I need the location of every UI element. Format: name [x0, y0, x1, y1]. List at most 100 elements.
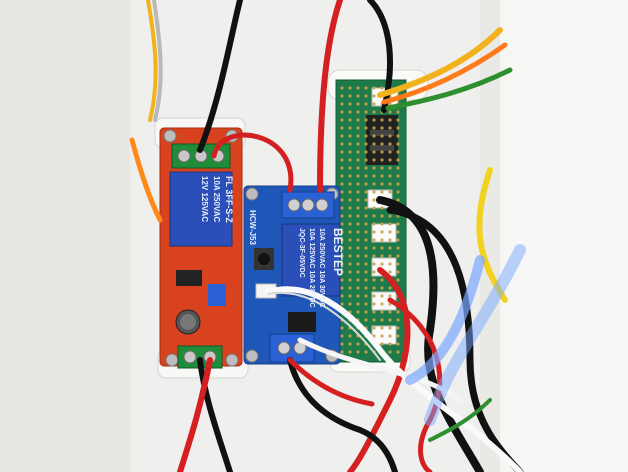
perfboard-pad — [396, 150, 400, 154]
perfboard — [335, 79, 407, 363]
perfboard-pad — [396, 350, 400, 354]
perfboard-pad — [364, 350, 368, 354]
perfboard-pad — [356, 262, 360, 266]
perfboard-pad — [356, 278, 360, 282]
perfboard-pad — [388, 342, 392, 346]
perfboard-pad — [372, 262, 376, 266]
right-relay-markings: BESTEP 10A 250VAC 10A 30VDC 10A 125VAC 1… — [298, 228, 345, 308]
perfboard-pad — [364, 182, 368, 186]
perfboard-pad — [372, 214, 376, 218]
perfboard-pad — [372, 302, 376, 306]
perfboard-pad — [364, 86, 368, 90]
perfboard-pad — [348, 118, 352, 122]
perfboard-pad — [388, 158, 392, 162]
perfboard-pad — [380, 142, 384, 146]
perfboard-pad — [388, 214, 392, 218]
perfboard-pad — [396, 342, 400, 346]
perfboard-pad — [356, 342, 360, 346]
perfboard-pad — [340, 126, 344, 130]
perfboard-pad — [340, 302, 344, 306]
perfboard-pad — [372, 174, 376, 178]
perfboard-pad — [356, 286, 360, 290]
perfboard-pad — [388, 142, 392, 146]
perfboard-pad — [340, 294, 344, 298]
perfboard-pad — [348, 150, 352, 154]
perfboard-pad — [340, 238, 344, 242]
perfboard-pad — [356, 270, 360, 274]
perfboard-pad — [348, 254, 352, 258]
perfboard-pad — [388, 294, 392, 298]
perfboard-pad — [372, 254, 376, 258]
perfboard-pad — [348, 238, 352, 242]
perfboard-pad — [356, 182, 360, 186]
perfboard-pad — [388, 182, 392, 186]
perfboard-pad — [340, 262, 344, 266]
perfboard-pad — [380, 302, 384, 306]
perfboard-pad — [364, 318, 368, 322]
perfboard-pad — [348, 246, 352, 250]
right-relay-text-line2: 10A 125VAC 10A 28VDC — [308, 228, 315, 308]
perfboard-pad — [396, 270, 400, 274]
perfboard-pad — [348, 350, 352, 354]
perfboard-pad — [364, 166, 368, 170]
perfboard-pad — [380, 190, 384, 194]
perfboard-pad — [356, 150, 360, 154]
perfboard-pad — [372, 102, 376, 106]
perfboard-pad — [340, 150, 344, 154]
perfboard-pad — [348, 278, 352, 282]
perfboard-pad — [372, 198, 376, 202]
perfboard-pad — [380, 230, 384, 234]
perfboard-pad — [364, 254, 368, 258]
perfboard-pad — [388, 118, 392, 122]
perfboard-pad — [372, 206, 376, 210]
perfboard-pad — [396, 126, 400, 130]
perfboard-pad — [348, 302, 352, 306]
perfboard-pad — [396, 166, 400, 170]
perfboard-pad — [396, 238, 400, 242]
perfboard-pad — [388, 262, 392, 266]
perfboard-pad — [372, 118, 376, 122]
perfboard-pad — [356, 86, 360, 90]
perfboard-pad — [364, 158, 368, 162]
perfboard-pad — [396, 158, 400, 162]
perfboard-pad — [372, 158, 376, 162]
perfboard-pad — [380, 278, 384, 282]
perfboard-pad — [364, 110, 368, 114]
perfboard-pad — [340, 94, 344, 98]
perfboard-pad — [372, 222, 376, 226]
perfboard-pad — [340, 102, 344, 106]
perfboard-pad — [372, 326, 376, 330]
perfboard-pad — [348, 270, 352, 274]
perfboard-pad — [372, 150, 376, 154]
perfboard-pad — [340, 198, 344, 202]
perfboard-pad — [348, 214, 352, 218]
perfboard-pad — [364, 238, 368, 242]
perfboard-pad — [380, 254, 384, 258]
perfboard-pad — [348, 222, 352, 226]
perfboard-pad — [340, 278, 344, 282]
perfboard-pad — [340, 118, 344, 122]
perfboard-pad — [388, 310, 392, 314]
perfboard-pad — [380, 238, 384, 242]
perfboard-pad — [372, 318, 376, 322]
perfboard-pad — [356, 214, 360, 218]
perfboard-pad — [380, 342, 384, 346]
perfboard-pad — [364, 102, 368, 106]
perfboard-pad — [396, 190, 400, 194]
perfboard-pad — [372, 310, 376, 314]
perfboard-pad — [388, 238, 392, 242]
perfboard-pad — [356, 230, 360, 234]
perfboard-pad — [348, 126, 352, 130]
perfboard-pad — [364, 190, 368, 194]
perfboard-pad — [372, 126, 376, 130]
perfboard-pad — [380, 294, 384, 298]
perfboard-pad — [340, 134, 344, 138]
perfboard-pad — [364, 198, 368, 202]
perfboard-pad — [348, 286, 352, 290]
left-relay-text-line1: FL 3FF-S-Z — [224, 176, 234, 223]
perfboard-pad — [348, 94, 352, 98]
perfboard-pad — [340, 350, 344, 354]
perfboard-pad — [340, 246, 344, 250]
perfboard-pad — [380, 310, 384, 314]
